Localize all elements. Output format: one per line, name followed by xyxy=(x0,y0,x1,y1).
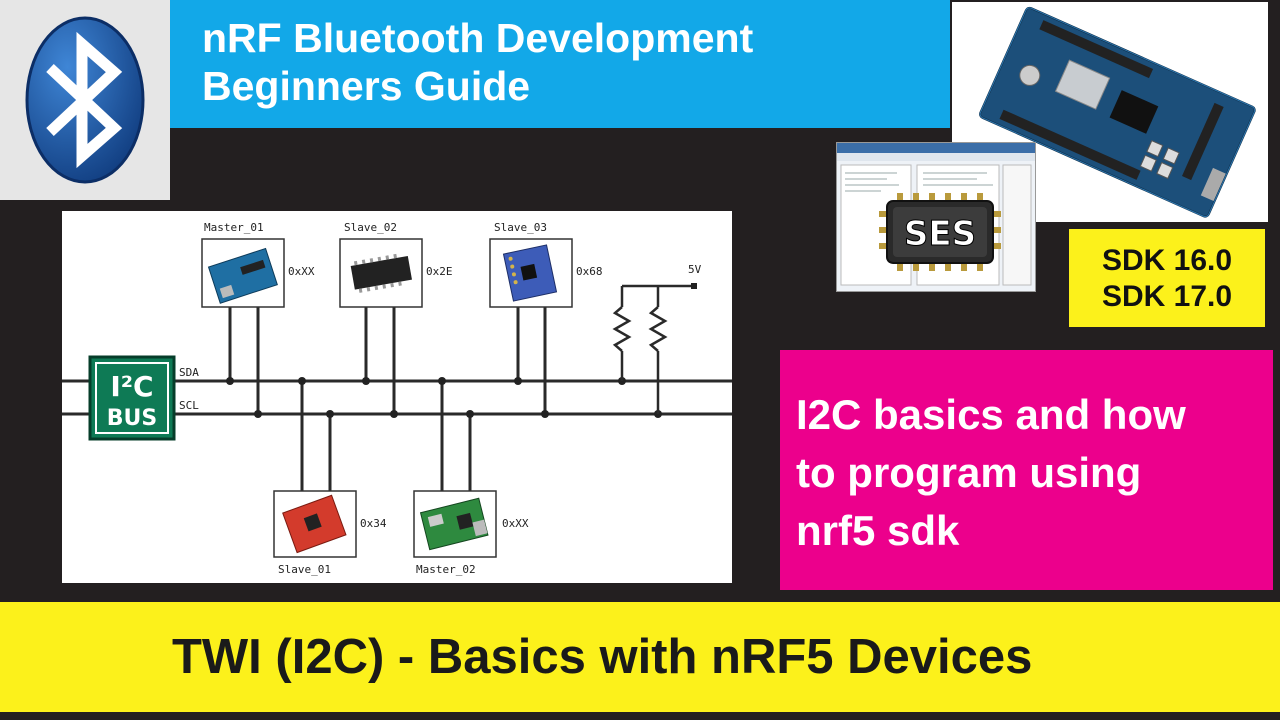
scl-label: SCL xyxy=(179,399,199,412)
footer-title: TWI (I2C) - Basics with nRF5 Devices xyxy=(172,630,1033,684)
title-line-2: Beginners Guide xyxy=(202,63,531,109)
i2c-bus-block: I²C BUS xyxy=(88,355,176,441)
description-line-1: I2C basics and how xyxy=(796,391,1186,438)
i2c-bus-diagram: 5V I²C BUS SDA SCL Master_01 0xXX Slave_… xyxy=(62,211,732,583)
device-address-master-01: 0xXX xyxy=(288,265,315,278)
device-address-slave-03: 0x68 xyxy=(576,265,603,278)
description-line-2: to program using xyxy=(796,449,1142,496)
bluetooth-logo-panel xyxy=(0,0,170,200)
device-master-01: Master_01 0xXX xyxy=(201,221,315,308)
device-slave-02: Slave_02 0x2E xyxy=(339,221,453,308)
bus-label-bus: BUS xyxy=(107,406,157,431)
nrf-board-image xyxy=(952,2,1268,222)
voltage-label: 5V xyxy=(688,263,702,276)
device-slave-01: 0x34 Slave_01 xyxy=(273,490,387,576)
device-address-slave-02: 0x2E xyxy=(426,265,453,278)
bottom-device-connections xyxy=(300,381,472,491)
sdk-versions-box: SDK 16.0 SDK 17.0 xyxy=(1069,229,1265,327)
device-master-02: 0xXX Master_02 xyxy=(413,490,529,576)
top-device-connections xyxy=(228,307,547,414)
device-name-slave-01: Slave_01 xyxy=(278,563,331,576)
title-banner: nRF Bluetooth Development Beginners Guid… xyxy=(170,0,950,128)
device-name-master-01: Master_01 xyxy=(204,221,264,234)
device-name-master-02: Master_02 xyxy=(416,563,476,576)
ses-chip-label: SES xyxy=(904,214,976,254)
description-line-3: nrf5 sdk xyxy=(796,507,960,554)
bus-label-i2c: I²C xyxy=(110,370,153,403)
pull-up-resistors xyxy=(612,284,694,414)
device-slave-03: Slave_03 0x68 xyxy=(489,221,603,308)
title-line-1: nRF Bluetooth Development xyxy=(202,15,754,61)
device-address-slave-01: 0x34 xyxy=(360,517,387,530)
device-address-master-02: 0xXX xyxy=(502,517,529,530)
sda-label: SDA xyxy=(179,366,199,379)
sdk-version-2: SDK 17.0 xyxy=(1101,280,1233,313)
description-box: I2C basics and how to program using nrf5… xyxy=(780,350,1273,590)
sdk-version-1: SDK 16.0 xyxy=(1101,244,1233,277)
bluetooth-icon xyxy=(25,16,145,184)
device-name-slave-02: Slave_02 xyxy=(344,221,397,234)
footer-banner: TWI (I2C) - Basics with nRF5 Devices xyxy=(0,602,1280,712)
segger-embedded-studio-image: SES xyxy=(836,142,1036,292)
device-name-slave-03: Slave_03 xyxy=(494,221,547,234)
